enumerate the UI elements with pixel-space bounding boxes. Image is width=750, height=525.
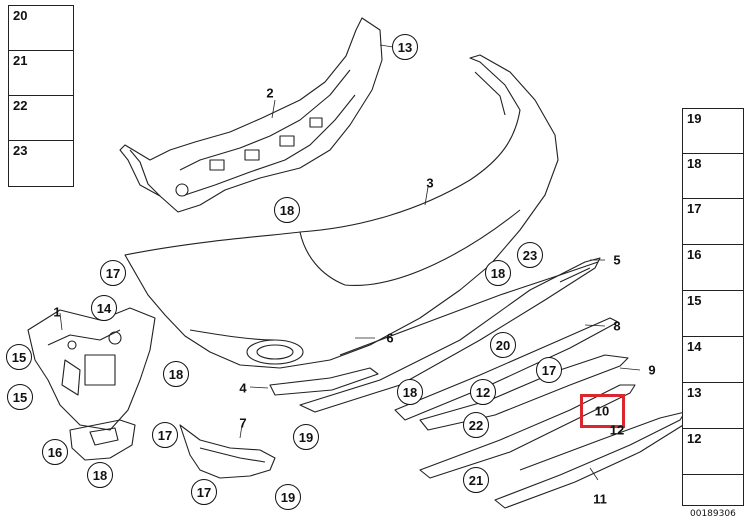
callout-10-highlighted[interactable]: 10 (594, 403, 610, 419)
callout-11[interactable]: 11 (593, 491, 607, 507)
callout-17[interactable]: 17 (152, 422, 178, 448)
side-bracket-shape (27, 307, 156, 431)
leader-lines (59, 44, 641, 481)
legend-number[interactable]: 21 (13, 53, 28, 68)
legend-number[interactable]: 18 (687, 156, 702, 171)
legend-cell: 17 (683, 199, 743, 245)
callout-17[interactable]: 17 (191, 479, 217, 505)
legend-number[interactable]: 19 (687, 111, 702, 126)
callout-14[interactable]: 14 (91, 295, 117, 321)
callout-16[interactable]: 16 (42, 439, 68, 465)
callout-8[interactable]: 8 (613, 318, 621, 334)
callout-6[interactable]: 6 (386, 330, 394, 346)
callout-7[interactable]: 7 (239, 415, 247, 431)
legend-number[interactable]: 17 (687, 201, 702, 216)
callout-1[interactable]: 1 (53, 304, 61, 320)
callout-13[interactable]: 13 (392, 34, 418, 60)
document-id: 00189306 (690, 509, 736, 519)
callout-18[interactable]: 18 (87, 462, 113, 488)
legend-cell: 23 (9, 141, 73, 186)
legend-cell: 20 (9, 6, 73, 51)
legend-number[interactable]: 13 (687, 385, 702, 400)
callout-18[interactable]: 18 (274, 197, 300, 223)
callout-2[interactable]: 2 (266, 85, 274, 101)
legend-cell: 19 (683, 109, 743, 154)
diffuser-strip-shapes (299, 257, 689, 509)
callout-17[interactable]: 18 (485, 260, 511, 286)
callout-5[interactable]: 5 (613, 252, 621, 268)
bumper-trim-panel-shape (124, 54, 559, 369)
callout-17[interactable]: 17 (100, 260, 126, 286)
left-parts-legend: 20 21 22 23 (8, 5, 74, 187)
bumper-carrier-shape (119, 17, 383, 213)
legend-cell: 15 (683, 291, 743, 337)
legend-number[interactable]: 23 (13, 143, 28, 158)
lower-bracket-shape (69, 419, 136, 461)
legend-cell: 16 (683, 245, 743, 291)
legend-cell (683, 475, 743, 507)
corner-trim-shape (179, 424, 276, 479)
legend-number[interactable]: 20 (13, 8, 28, 23)
callout-12[interactable]: 12 (609, 422, 625, 438)
legend-cell: 12 (683, 429, 743, 475)
callout-9[interactable]: 9 (648, 362, 656, 378)
callout-19[interactable]: 19 (293, 424, 319, 450)
callout-15[interactable]: 15 (7, 384, 33, 410)
callout-12[interactable]: 12 (470, 379, 496, 405)
reflector-strip-shape (269, 367, 379, 396)
callout-20[interactable]: 20 (490, 332, 516, 358)
legend-number[interactable]: 16 (687, 247, 702, 262)
callout-21[interactable]: 21 (463, 467, 489, 493)
callout-18[interactable]: 18 (163, 361, 189, 387)
callout-4[interactable]: 4 (239, 380, 247, 396)
callout-17[interactable]: 17 (536, 357, 562, 383)
callout-23[interactable]: 23 (517, 242, 543, 268)
legend-cell: 14 (683, 337, 743, 383)
callout-18[interactable]: 15 (6, 344, 32, 370)
right-parts-legend: 19 18 17 16 15 14 13 12 (682, 108, 744, 506)
callout-18[interactable]: 18 (397, 379, 423, 405)
legend-cell: 21 (9, 51, 73, 96)
legend-cell: 18 (683, 154, 743, 199)
legend-cell: 13 (683, 383, 743, 429)
legend-number[interactable]: 22 (13, 98, 28, 113)
legend-number[interactable]: 14 (687, 339, 702, 354)
legend-number[interactable]: 12 (687, 431, 702, 446)
callout-22[interactable]: 22 (463, 412, 489, 438)
callout-3[interactable]: 3 (426, 175, 434, 191)
callout-19[interactable]: 19 (275, 484, 301, 510)
highlight-frame (580, 394, 625, 428)
legend-number[interactable]: 15 (687, 293, 702, 308)
legend-cell: 22 (9, 96, 73, 141)
